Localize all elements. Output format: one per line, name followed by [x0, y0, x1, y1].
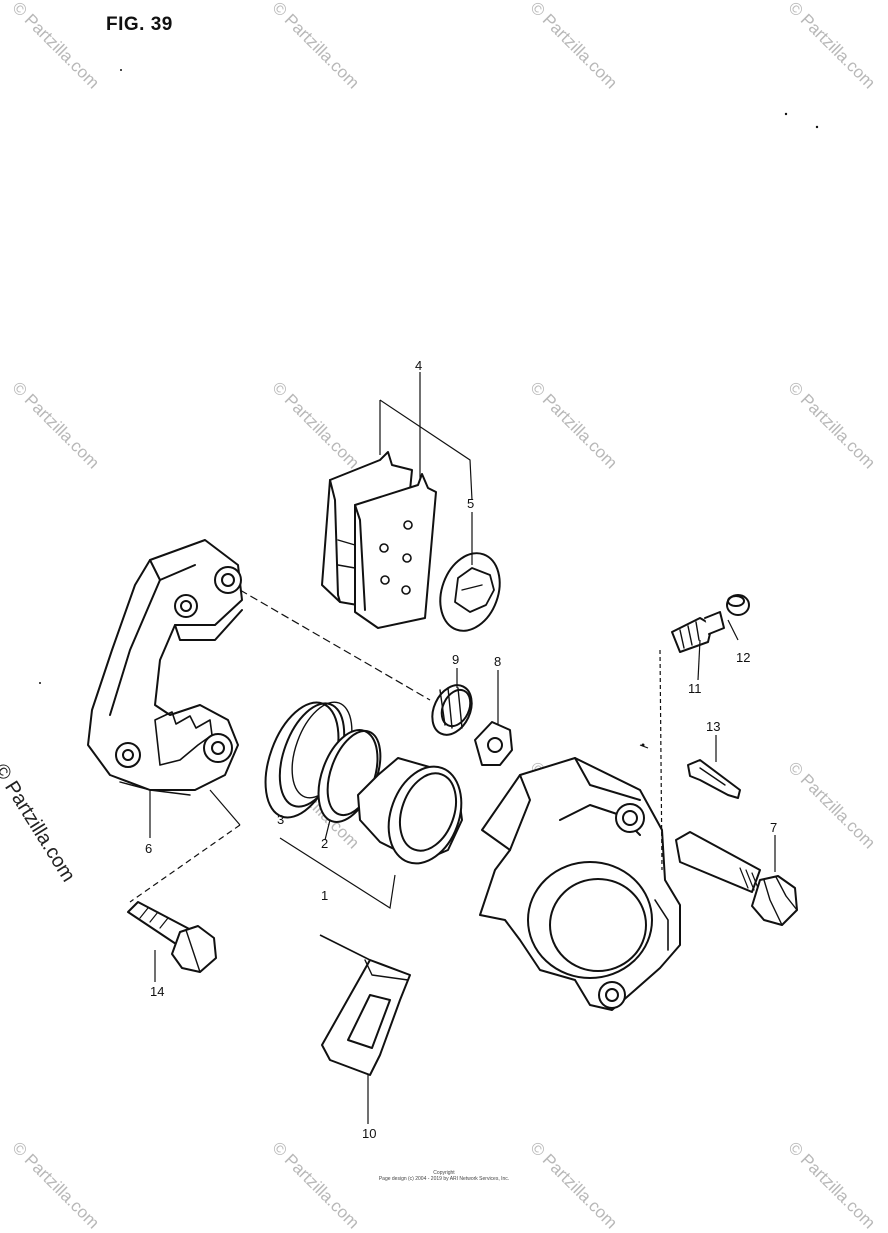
bleeder-cap [726, 594, 750, 616]
callout-4: 4 [415, 358, 422, 373]
caliper-bracket [87, 539, 243, 796]
leader-lines [129, 372, 776, 1124]
footer-copyright: Copyright [433, 1170, 455, 1176]
figure-title: FIG. 39 [106, 14, 173, 35]
callout-8: 8 [494, 654, 501, 669]
exploded-parts-diagram: 4 5 9 8 12 11 13 7 6 3 2 1 14 10 [39, 69, 819, 1141]
callout-11: 11 [688, 681, 702, 696]
callout-10: 10 [362, 1126, 376, 1141]
callout-1: 1 [321, 888, 328, 903]
boot-8 [474, 721, 513, 766]
callout-9: 9 [452, 652, 459, 667]
callout-2: 2 [321, 836, 328, 851]
caliper-body [479, 757, 681, 1011]
callout-13: 13 [706, 719, 720, 734]
bleeder-valve [671, 611, 725, 653]
pad-shim [439, 552, 501, 632]
caliper-shim-plate [321, 959, 411, 1076]
pad-clip [687, 759, 741, 799]
callout-14: 14 [150, 984, 164, 999]
callout-6: 6 [145, 841, 152, 856]
scan-specks [39, 69, 819, 747]
callout-12: 12 [736, 650, 750, 665]
mounting-bolt [127, 901, 217, 973]
callout-labels: 4 5 9 8 12 11 13 7 6 3 2 1 14 10 [145, 358, 777, 1141]
brake-pads [321, 451, 437, 629]
boot-9 [431, 684, 473, 736]
callout-5: 5 [467, 496, 474, 511]
callout-3: 3 [277, 812, 284, 827]
callout-7: 7 [770, 820, 777, 835]
footer-credit: Page design (c) 2004 - 2019 by ARI Netwo… [378, 1176, 510, 1182]
piston [357, 757, 463, 865]
pin-bolt [675, 831, 798, 926]
